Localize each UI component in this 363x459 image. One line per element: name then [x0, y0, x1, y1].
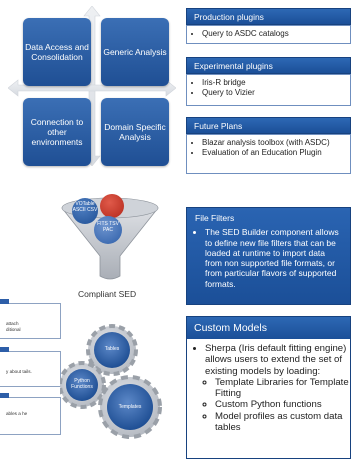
- custom-models-panel: Custom Models Sherpa (Iris default fitti…: [186, 316, 351, 459]
- left-card-tab: [0, 347, 9, 352]
- file-filters-text: The SED Builder component allows to defi…: [205, 227, 342, 289]
- custom-models-item: Custom Python functions: [215, 399, 350, 410]
- custom-models-item: Template Libraries for Template Fitting: [215, 377, 350, 400]
- left-card-text: ables a he: [6, 411, 28, 416]
- experimental-plugins-header: Experimental plugins: [186, 57, 351, 74]
- gears-graphic: Tables Python Functions Templates: [60, 320, 178, 445]
- left-card-tab: [0, 393, 9, 398]
- funnel-label-votable: VOTable ASCII CSV: [72, 201, 98, 213]
- left-card-tab: [0, 299, 9, 304]
- gear-label-tables: Tables: [104, 346, 120, 352]
- funnel-graphic: VOTable ASCII CSV FITS TSV PAC: [60, 190, 160, 290]
- quadrant-domain-specific: Domain Specific Analysis: [101, 98, 169, 166]
- funnel-circle-votable: [72, 198, 98, 224]
- future-item: Evaluation of an Education Plugin: [202, 148, 344, 157]
- funnel-circle-fits: [94, 216, 122, 244]
- file-filters-title: File Filters: [195, 213, 235, 223]
- custom-models-intro-text: Sherpa (Iris default fitting engine) all…: [205, 343, 347, 377]
- gear-label-templates: Templates: [118, 404, 142, 410]
- compliant-sed-caption: Compliant SED: [78, 289, 137, 299]
- experimental-item: Iris-R bridge: [202, 78, 344, 87]
- future-plans-box: Blazar analysis toolbox (with ASDC) Eval…: [186, 134, 351, 174]
- left-card-1: attach ditional: [0, 299, 61, 339]
- gears-shape: [60, 324, 162, 439]
- left-card-text: attach ditional: [6, 321, 21, 332]
- left-card-text: y about tails.: [6, 369, 32, 374]
- production-plugins-header: Production plugins: [186, 8, 351, 25]
- left-card-3: ables a he: [0, 393, 61, 435]
- file-filters-panel: File Filters The SED Builder component a…: [186, 207, 351, 305]
- production-item: Query to ASDC catalogs: [202, 29, 344, 38]
- quadrant-connection: Connection to other environments: [23, 98, 91, 166]
- quadrant-data-access: Data Access and Consolidation: [23, 18, 91, 86]
- experimental-item: Query to Vizier: [202, 88, 344, 97]
- quadrant-generic-analysis: Generic Analysis: [101, 18, 169, 86]
- future-plans-header: Future Plans: [186, 117, 351, 134]
- custom-models-title: Custom Models: [187, 317, 350, 339]
- custom-models-item: Model profiles as custom data tables: [215, 411, 350, 434]
- custom-models-intro: Sherpa (Iris default fitting engine) all…: [205, 343, 350, 433]
- experimental-plugins-box: Iris-R bridge Query to Vizier: [186, 74, 351, 106]
- funnel-circle-red: [100, 194, 124, 218]
- future-item: Blazar analysis toolbox (with ASDC): [202, 138, 344, 147]
- four-way-arrows: [8, 6, 176, 166]
- funnel-label-fits: FITS TSV PAC: [97, 221, 119, 233]
- quadrant-diagram: Data Access and Consolidation Generic An…: [8, 6, 176, 166]
- production-plugins-box: Query to ASDC catalogs: [186, 25, 351, 44]
- left-card-2: y about tails.: [0, 347, 61, 387]
- gear-label-python: Python Functions: [71, 378, 93, 390]
